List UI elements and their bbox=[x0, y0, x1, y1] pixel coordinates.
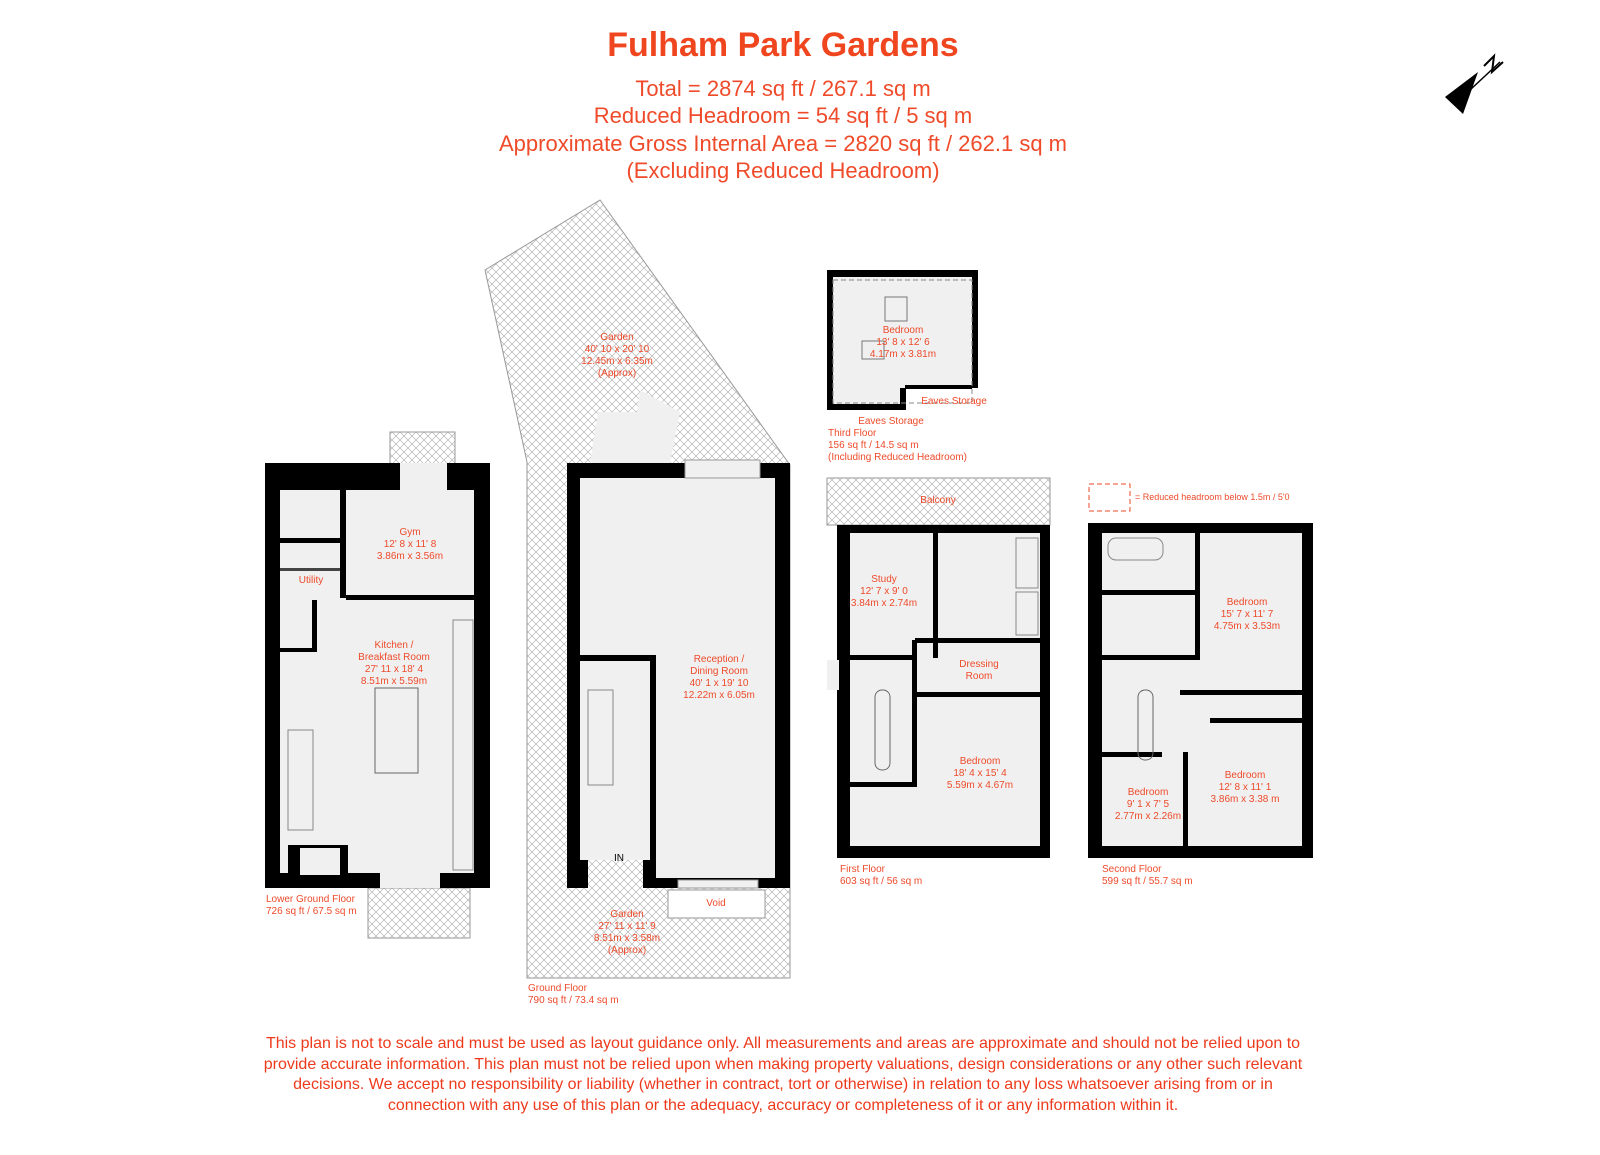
lower-ground-floor-plan bbox=[265, 431, 490, 939]
reduced-headroom-legend-swatch bbox=[1088, 483, 1131, 512]
disclaimer: This plan is not to scale and must be us… bbox=[263, 1035, 1303, 1114]
gross-internal-area: Approximate Gross Internal Area = 2820 s… bbox=[498, 131, 1068, 156]
plan-title: Fulham Park Gardens bbox=[607, 26, 959, 64]
ground-floor-plan bbox=[484, 199, 791, 979]
first-floor-plan bbox=[826, 477, 1051, 858]
total-area: Total = 2874 sq ft / 267.1 sq m bbox=[635, 76, 931, 101]
room-label-void: Void bbox=[706, 898, 726, 909]
room-label-eaves-storage-left: Eaves Storage bbox=[858, 416, 924, 427]
entrance-marker: IN bbox=[614, 853, 624, 864]
north-arrow-icon bbox=[1445, 53, 1504, 114]
third-floor-plan bbox=[827, 270, 978, 410]
second-floor-plan bbox=[1088, 523, 1313, 858]
reduced-headroom-area: Reduced Headroom = 54 sq ft / 5 sq m bbox=[593, 103, 973, 128]
excluding-note: (Excluding Reduced Headroom) bbox=[626, 158, 940, 183]
room-label-utility: Utility bbox=[298, 575, 324, 586]
room-label-balcony: Balcony bbox=[920, 495, 956, 506]
reduced-headroom-legend-text: = Reduced headroom below 1.5m / 5'0 bbox=[1135, 492, 1290, 502]
room-label-eaves-storage-right: Eaves Storage bbox=[921, 396, 987, 407]
